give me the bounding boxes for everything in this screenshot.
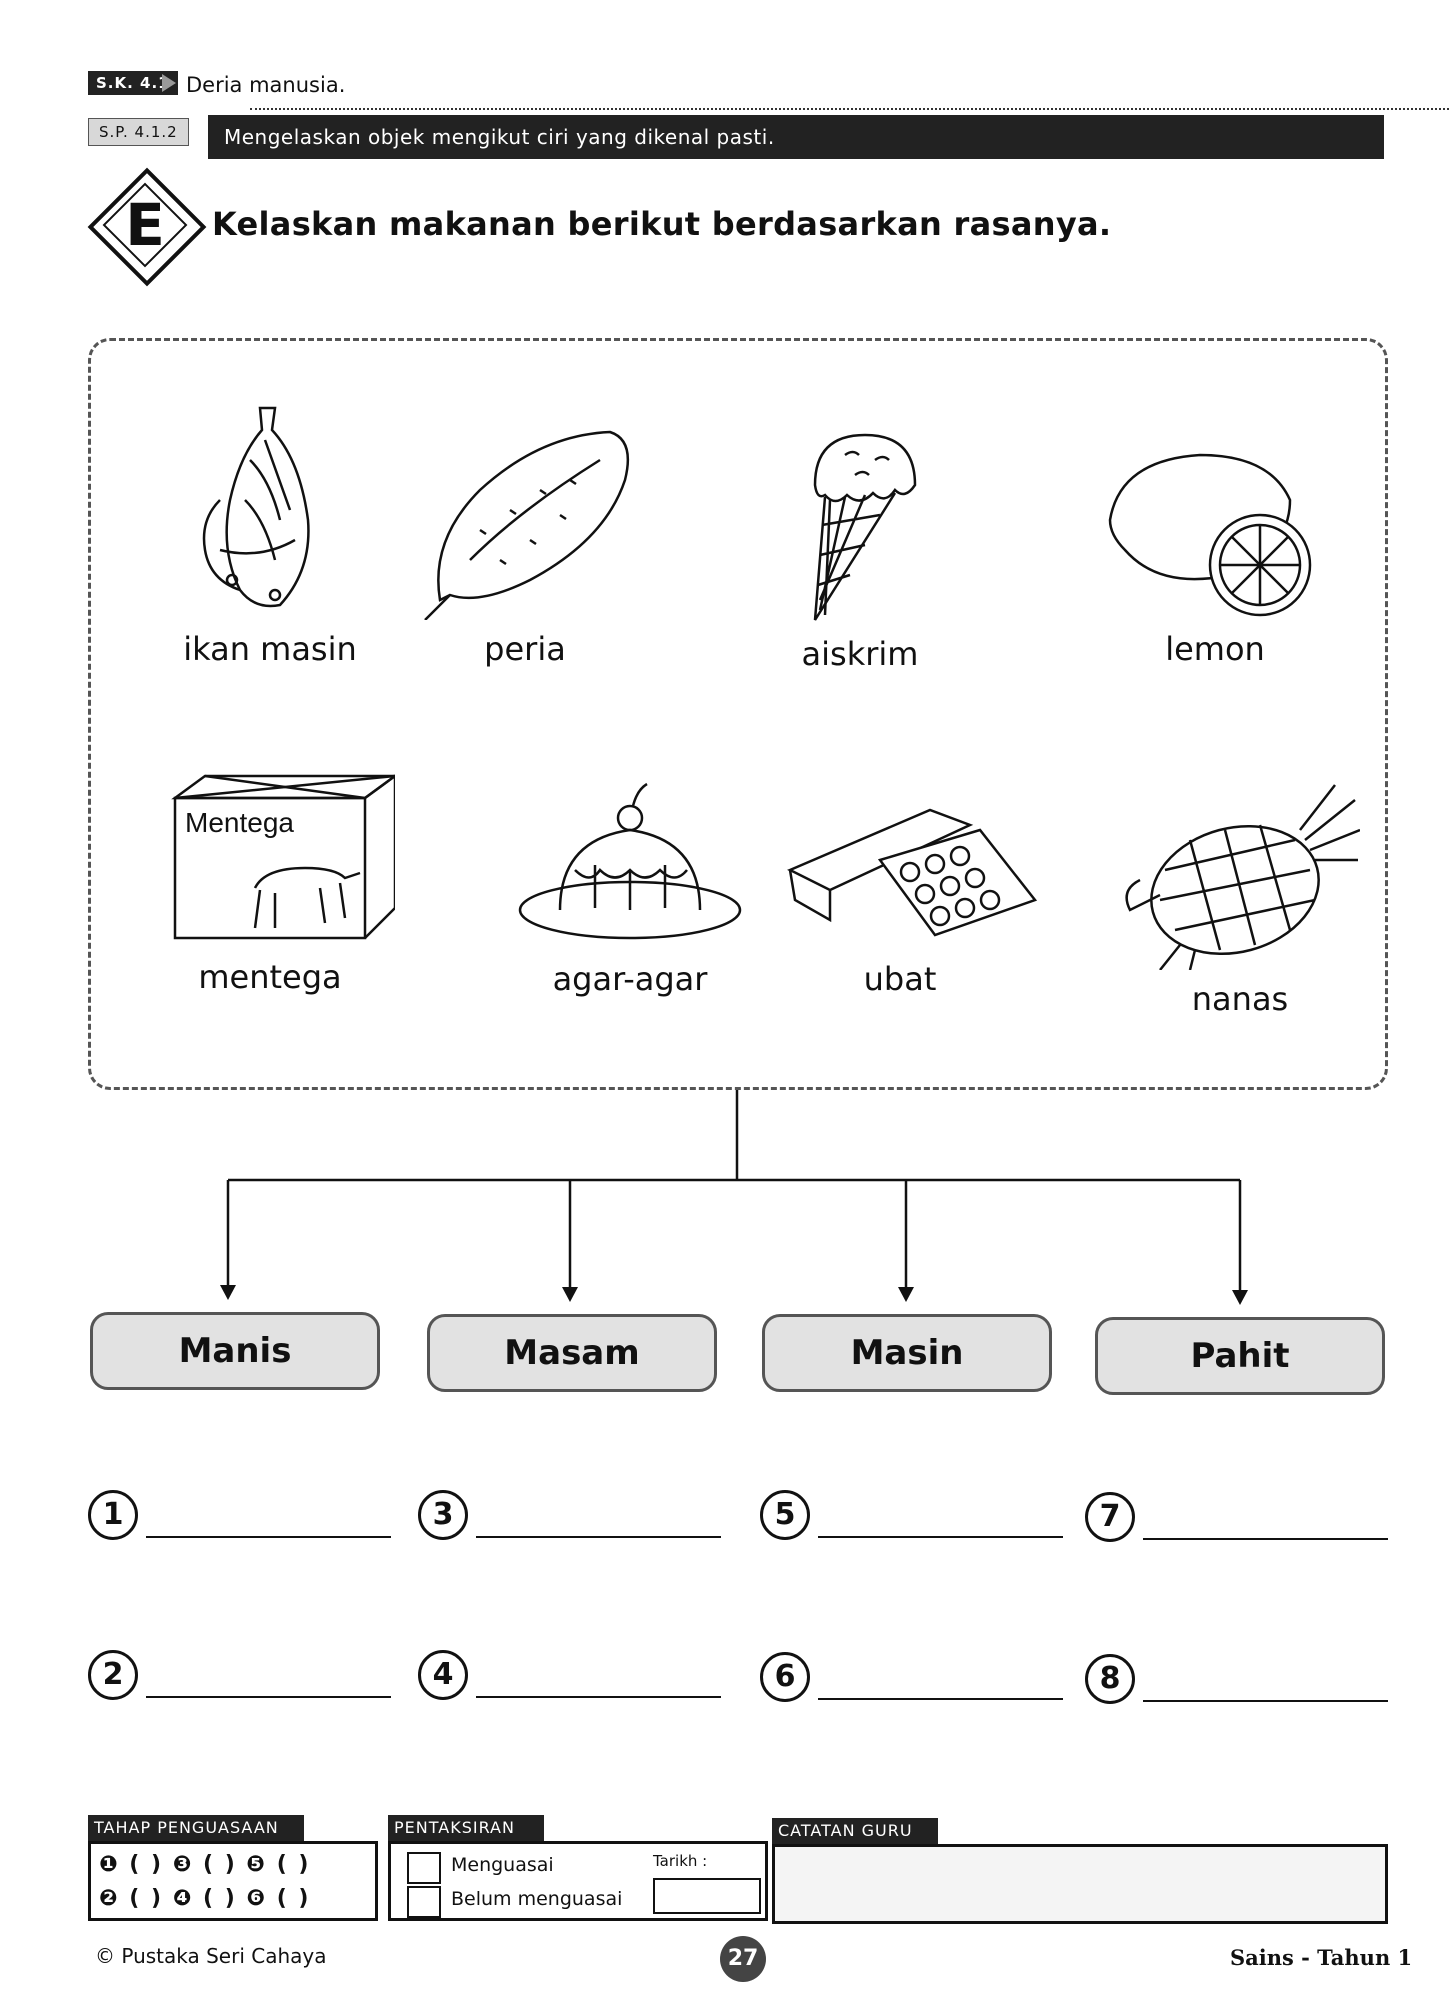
answer-number: 2	[88, 1650, 138, 1700]
food-label: aiskrim	[801, 635, 919, 673]
sp-objective-bar: Mengelaskan objek mengikut ciri yang dik…	[208, 115, 1384, 159]
category-pahit: Pahit	[1095, 1317, 1385, 1395]
answer-number: 1	[88, 1490, 138, 1540]
section-letter: E	[125, 191, 165, 259]
medicine-pills-icon	[787, 808, 1038, 937]
category-manis: Manis	[90, 1312, 380, 1390]
catatan-guru-box[interactable]	[772, 1844, 1388, 1924]
answer-number: 7	[1085, 1492, 1135, 1542]
copyright: © Pustaka Seri Cahaya	[95, 1944, 327, 1968]
food-label: lemon	[1165, 630, 1265, 668]
sk-text: Deria manusia.	[186, 73, 346, 97]
answer-number: 3	[418, 1490, 468, 1540]
food-item: ubat	[770, 790, 1038, 998]
food-label: mentega	[198, 958, 342, 996]
answer-blank[interactable]	[818, 1698, 1063, 1700]
tahap-row-2[interactable]: ❷ ( ) ❹ ( ) ❻ ( )	[99, 1886, 311, 1911]
answer-line-7[interactable]: 7	[1085, 1492, 1388, 1542]
menguasai-label: Menguasai	[451, 1854, 554, 1876]
category-masin: Masin	[762, 1314, 1052, 1392]
food-item: peria	[395, 420, 655, 668]
ice-cream-icon	[813, 433, 917, 621]
section-title: Kelaskan makanan berikut berdasarkan ras…	[212, 205, 1112, 243]
answer-number: 8	[1085, 1654, 1135, 1704]
answer-line-1[interactable]: 1	[88, 1490, 391, 1540]
food-label: agar-agar	[552, 960, 708, 998]
lemon-icon	[1108, 453, 1312, 617]
page-number: 27	[720, 1936, 766, 1982]
butter-box-icon: Mentega	[171, 774, 395, 940]
tarikh-label: Tarikh :	[653, 1852, 708, 1870]
dotted-divider	[250, 108, 1449, 110]
food-label: peria	[484, 630, 566, 668]
belum-menguasai-label: Belum menguasai	[451, 1888, 623, 1910]
pineapple-icon	[1125, 784, 1360, 970]
food-item: lemon	[1085, 440, 1345, 668]
tarikh-field[interactable]	[653, 1878, 761, 1914]
answer-number: 4	[418, 1650, 468, 1700]
answer-line-4[interactable]: 4	[418, 1650, 721, 1700]
food-label: ubat	[863, 960, 937, 998]
food-list-box	[88, 338, 1388, 1090]
food-label: nanas	[1191, 980, 1289, 1018]
answer-blank[interactable]	[146, 1696, 391, 1698]
jelly-icon	[518, 782, 742, 940]
answer-blank[interactable]	[1143, 1538, 1388, 1540]
bitter-gourd-icon	[424, 430, 630, 620]
food-item: nanas	[1110, 780, 1370, 1018]
answer-blank[interactable]	[146, 1536, 391, 1538]
belum-menguasai-checkbox[interactable]	[407, 1886, 441, 1918]
subject-label: Sains - Tahun 1	[1230, 1945, 1413, 1970]
sk-arrow-icon	[162, 74, 176, 92]
menguasai-checkbox[interactable]	[407, 1852, 441, 1884]
answer-blank[interactable]	[1143, 1700, 1388, 1702]
pentaksiran-title: PENTAKSIRAN	[388, 1815, 544, 1841]
butter-box-text: Mentega	[185, 807, 294, 838]
pentaksiran-box: Menguasai Belum menguasai Tarikh :	[388, 1841, 768, 1921]
answer-blank[interactable]	[476, 1536, 721, 1538]
answer-line-3[interactable]: 3	[418, 1490, 721, 1540]
food-label: ikan masin	[183, 630, 357, 668]
answer-line-5[interactable]: 5	[760, 1490, 1063, 1540]
food-item: ikan masin	[140, 400, 400, 668]
answer-line-2[interactable]: 2	[88, 1650, 391, 1700]
answer-line-8[interactable]: 8	[1085, 1654, 1388, 1704]
food-item: agar-agar	[500, 780, 760, 998]
food-item: aiskrim	[730, 425, 990, 673]
answer-number: 5	[760, 1490, 810, 1540]
answer-number: 6	[760, 1652, 810, 1702]
answer-blank[interactable]	[476, 1696, 721, 1698]
tahap-penguasaan-title: TAHAP PENGUASAAN	[88, 1815, 304, 1841]
catatan-guru-title: CATATAN GURU	[772, 1818, 938, 1844]
answer-line-6[interactable]: 6	[760, 1652, 1063, 1702]
category-masam: Masam	[427, 1314, 717, 1392]
food-item: Mentega mentega	[140, 768, 400, 996]
tahap-penguasaan-box: ❶ ( ) ❸ ( ) ❺ ( ) ❷ ( ) ❹ ( ) ❻ ( )	[88, 1841, 378, 1921]
salted-fish-icon	[202, 406, 310, 608]
connector-lines	[220, 1090, 1248, 1305]
sp-code-tag: S.P. 4.1.2	[88, 118, 189, 146]
answer-blank[interactable]	[818, 1536, 1063, 1538]
tahap-row-1[interactable]: ❶ ( ) ❸ ( ) ❺ ( )	[99, 1852, 311, 1877]
